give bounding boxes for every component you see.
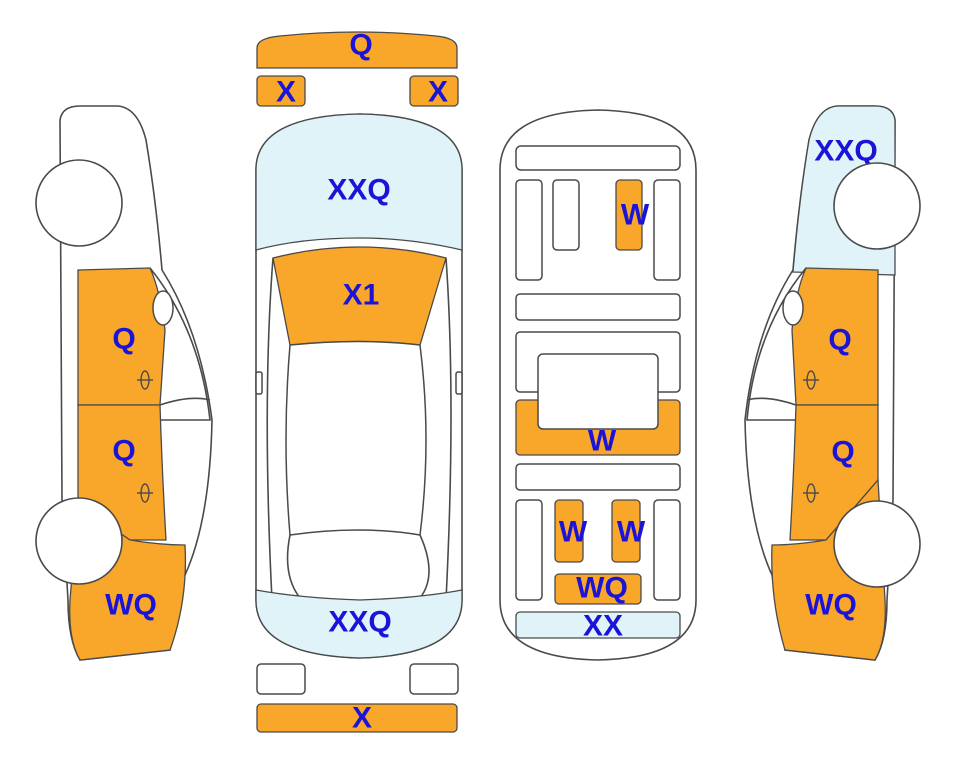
left-front-door-handle [137, 370, 153, 390]
front-left-light-label: X [276, 76, 296, 109]
left-mirror-top [255, 371, 263, 395]
front-right-light-label: X [428, 76, 448, 109]
middle-bench-label: W [588, 425, 617, 458]
left-front-door-label: Q [112, 323, 135, 356]
dashboard-panel [515, 145, 681, 171]
front-right-door-trim [653, 179, 681, 281]
left-rear-door-handle [137, 483, 153, 503]
right-side-view: XXQ Q Q WQ [744, 105, 921, 661]
right-front-wheel [833, 162, 921, 250]
rear-left-light-panel[interactable] [256, 663, 306, 695]
center-console-panel [515, 293, 681, 321]
front-bumper-label: Q [349, 29, 372, 62]
rear-left-seat-label: W [559, 516, 588, 549]
rear-left-door-trim [515, 499, 543, 601]
front-left-seat[interactable] [552, 179, 580, 251]
front-left-door-trim [515, 179, 543, 281]
middle-table [537, 353, 659, 430]
rear-window-label: XXQ [328, 606, 391, 639]
rear-console-panel [515, 463, 681, 491]
front-right-seat[interactable] [615, 179, 643, 251]
right-rear-wheel [833, 500, 921, 588]
left-side-view: Q Q WQ [35, 105, 213, 661]
rear-left-seat[interactable] [554, 499, 584, 563]
top-left-side-line [266, 257, 274, 601]
right-front-door-label: Q [828, 324, 851, 357]
front-left-light-panel[interactable] [256, 75, 306, 107]
left-rear-wheel [35, 497, 123, 585]
right-side-window-line [746, 267, 807, 421]
trunk-label: XX [583, 610, 623, 643]
right-side-pillar-line [746, 397, 797, 406]
interior-view: W W W W WQ XX [499, 109, 697, 661]
rear-right-seat-label: W [617, 516, 646, 549]
left-side-pillar-line [159, 397, 211, 406]
rear-bench-label: WQ [576, 572, 628, 605]
rear-bench-panel[interactable] [554, 573, 642, 605]
windshield-label: XXQ [327, 174, 390, 207]
front-bumper-panel[interactable] [256, 31, 458, 69]
top-right-side-line [445, 257, 452, 601]
front-seat-label: W [621, 199, 650, 232]
trunk-panel[interactable] [515, 611, 681, 639]
interior-body-outline [499, 109, 697, 661]
rear-window-panel[interactable] [255, 589, 463, 659]
right-mirror-top [455, 371, 463, 395]
top-view: Q X X XXQ X1 XXQ X [255, 29, 463, 735]
front-right-light-panel[interactable] [409, 75, 459, 107]
right-rear-quarter-label: WQ [805, 589, 857, 622]
rear-right-light-panel[interactable] [409, 663, 459, 695]
rear-right-door-trim [653, 499, 681, 601]
right-front-door-handle [803, 370, 819, 390]
hood-label: X1 [343, 279, 380, 312]
left-mirror [152, 290, 174, 326]
right-rear-door-panel[interactable] [789, 404, 879, 541]
left-rear-quarter-label: WQ [105, 589, 157, 622]
right-mirror [782, 290, 804, 326]
rear-bumper-label: X [352, 702, 372, 735]
left-side-window-line [149, 267, 211, 421]
rear-deck-line [286, 534, 430, 606]
left-rear-door-label: Q [112, 435, 135, 468]
left-front-wheel [35, 159, 123, 247]
rear-bumper-panel[interactable] [256, 703, 458, 733]
rear-right-seat[interactable] [611, 499, 641, 563]
right-rear-door-label: Q [831, 436, 854, 469]
right-windshield-label: XXQ [814, 135, 877, 168]
right-rear-door-handle [803, 483, 819, 503]
roof-panel [285, 340, 427, 536]
windshield-panel[interactable] [255, 113, 463, 251]
